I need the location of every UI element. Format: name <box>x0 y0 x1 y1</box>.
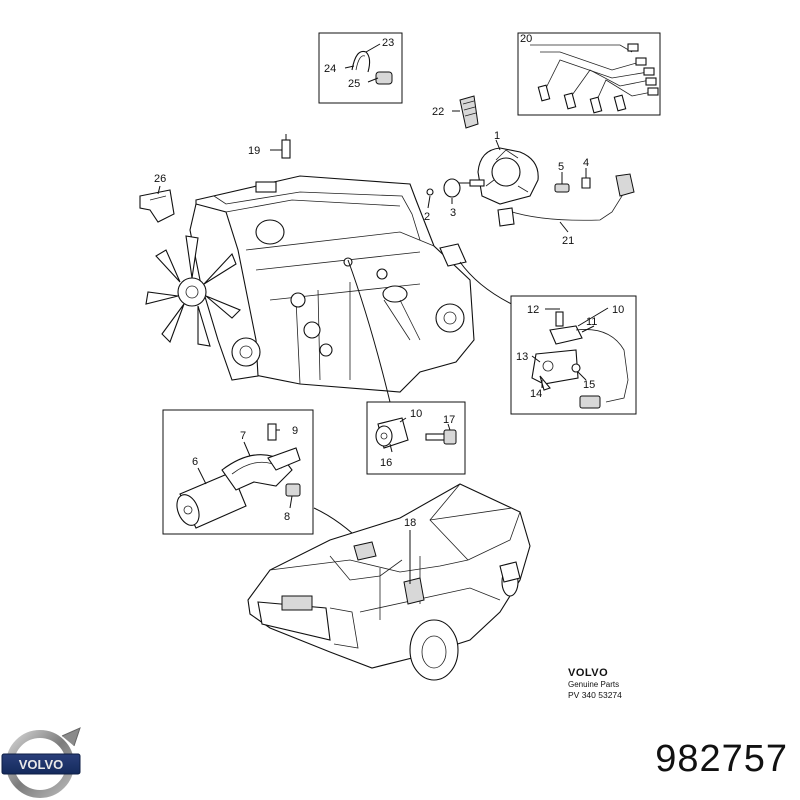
inset-box-23-25 <box>318 32 403 104</box>
car-illustration <box>247 483 531 681</box>
callout-18: 18 <box>404 517 416 529</box>
part-19-26 <box>139 134 291 223</box>
volvo-logo: VOLVO <box>1 727 81 798</box>
inset-box-20 <box>517 32 661 116</box>
callout-12: 12 <box>527 304 539 316</box>
fan-and-pulley <box>145 203 261 381</box>
brand-code: PV 340 53274 <box>568 690 622 700</box>
callout-2: 2 <box>424 211 430 223</box>
part-number: 982757 <box>655 738 788 780</box>
callout-25: 25 <box>348 78 360 90</box>
callout-7: 7 <box>240 430 246 442</box>
callout-6: 6 <box>192 456 198 468</box>
callout-10-a: 10 <box>612 304 624 316</box>
inset-box-10-15 <box>510 295 637 415</box>
part-22 <box>452 95 479 129</box>
callout-14: 14 <box>530 388 542 400</box>
callout-5: 5 <box>558 161 564 173</box>
callout-22: 22 <box>432 106 444 118</box>
callout-15: 15 <box>583 379 595 391</box>
callout-11: 11 <box>586 316 597 328</box>
callout-13: 13 <box>516 351 528 363</box>
fan <box>145 235 241 347</box>
brand-block: VOLVO Genuine Parts PV 340 53274 <box>568 668 622 701</box>
inset-box-10-16-17 <box>366 401 466 475</box>
callout-21: 21 <box>562 235 574 247</box>
callout-1: 1 <box>494 130 500 142</box>
callout-20: 20 <box>520 33 532 45</box>
callout-4: 4 <box>583 157 589 169</box>
brand-subtitle: Genuine Parts <box>568 680 620 689</box>
distributor-assembly <box>426 139 635 233</box>
callout-3: 3 <box>450 207 456 219</box>
callout-8: 8 <box>284 511 290 523</box>
callout-19: 19 <box>248 145 260 157</box>
inset-box-6-9 <box>162 409 314 535</box>
callout-23: 23 <box>382 37 394 49</box>
callout-10-b: 10 <box>410 408 422 420</box>
callout-16: 16 <box>380 457 392 469</box>
brand-name: VOLVO <box>568 667 609 679</box>
callout-9: 9 <box>292 425 298 437</box>
callout-17: 17 <box>443 414 455 426</box>
callout-24: 24 <box>324 63 336 75</box>
callout-labels: 23 24 25 20 22 1 19 5 4 26 2 3 21 12 10 … <box>154 33 624 529</box>
logo-text: VOLVO <box>19 757 64 772</box>
callout-26: 26 <box>154 173 166 185</box>
